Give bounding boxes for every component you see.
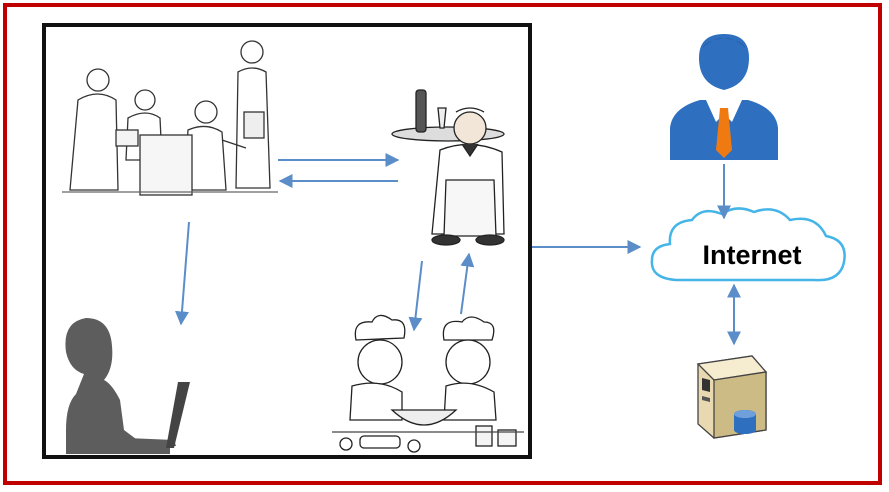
customers-table-illustration — [62, 40, 278, 196]
outer-frame — [3, 3, 882, 485]
laptop-user-silhouette — [65, 318, 190, 454]
arrow-customers-to-laptop-user — [175, 221, 190, 326]
internet-label: Internet — [702, 239, 802, 270]
server-icon — [696, 355, 768, 439]
database-icon — [734, 410, 756, 434]
waiter-illustration — [391, 89, 505, 246]
arrow-waiter-to-cooks — [408, 260, 423, 332]
cloud-icon — [650, 207, 846, 282]
businessman-icon — [670, 34, 778, 160]
cooks-illustration — [332, 314, 524, 453]
arrow-cooks-to-waiter — [460, 252, 475, 315]
